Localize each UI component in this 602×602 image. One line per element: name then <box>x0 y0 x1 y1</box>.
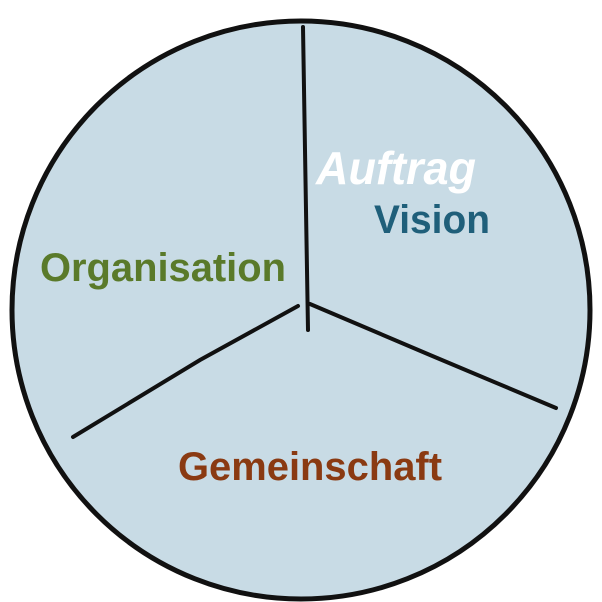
label-organisation: Organisation <box>40 246 286 290</box>
label-auftrag: Auftrag <box>315 142 476 194</box>
label-gemeinschaft: Gemeinschaft <box>178 445 442 489</box>
circle-background <box>9 18 593 602</box>
divider-line-top <box>301 25 310 332</box>
label-vision: Vision <box>374 198 490 242</box>
divider-line-right <box>308 302 558 410</box>
divider-line-left <box>71 304 300 439</box>
